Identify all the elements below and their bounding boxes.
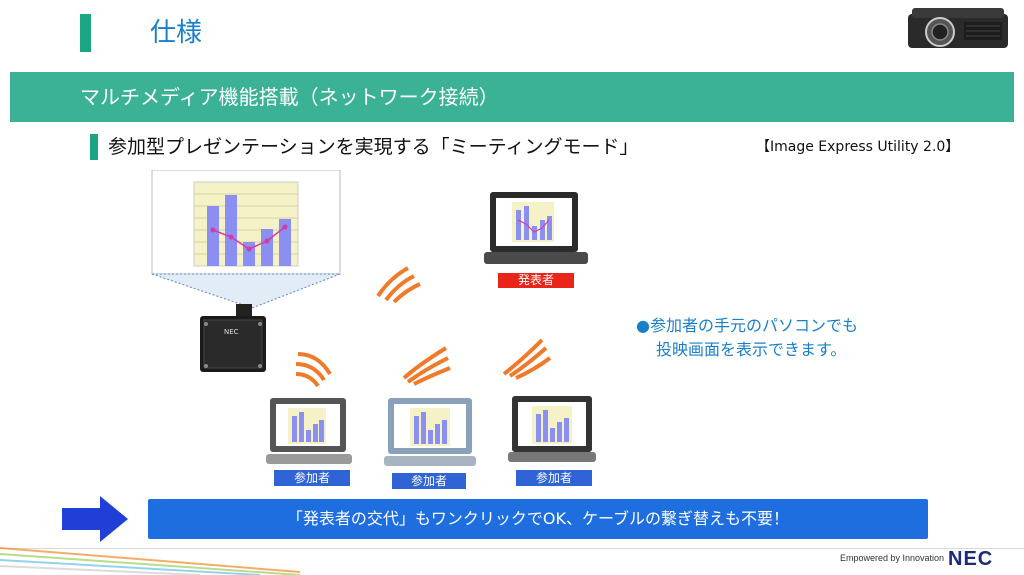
participant-laptop-icon [266, 398, 352, 464]
software-tag: 【Image Express Utility 2.0】 [756, 139, 960, 155]
title-accent-bar [80, 14, 91, 52]
footer-tagline: Empowered by Innovation [840, 553, 945, 563]
participant-laptop-icon [384, 398, 476, 466]
presenter-laptop-icon [484, 192, 588, 264]
projected-screen [151, 170, 341, 309]
subtitle: 参加型プレゼンテーションを実現する「ミーティングモード」 [108, 136, 639, 158]
wireless-wave-icon [402, 346, 451, 386]
subtitle-accent-bar [90, 134, 98, 160]
wireless-wave-icon [376, 266, 421, 304]
nec-logo: NEC [948, 548, 994, 570]
summary-message: 「発表者の交代」もワンクリックでOK、ケーブルの繋ぎ替えも不要！ [148, 499, 928, 539]
banner-title: マルチメディア機能搭載（ネットワーク接続） [80, 85, 499, 109]
projector-brand: NEC [224, 328, 239, 336]
footer-stripes-icon [0, 547, 300, 575]
footer-divider [0, 548, 1024, 549]
participant-laptop-icon [508, 396, 596, 462]
participant-label: 参加者 [392, 473, 466, 489]
projector-icon: NEC [200, 304, 266, 372]
wireless-wave-icon [502, 338, 552, 380]
note-line-1: ●参加者の手元のパソコンでも [636, 316, 858, 335]
arrow-right-icon [62, 496, 128, 542]
page-title: 仕様 [150, 18, 203, 48]
participant-label: 参加者 [516, 470, 592, 486]
wireless-wave-icon [295, 352, 332, 388]
note-line-2: 投映画面を表示できます。 [656, 340, 847, 359]
presenter-label: 発表者 [498, 273, 574, 288]
section-banner [10, 72, 1014, 122]
participant-label: 参加者 [274, 470, 350, 486]
feature-note: ●参加者の手元のパソコンでも 投映画面を表示できます。 [636, 314, 858, 362]
projector-photo-icon [908, 8, 1008, 48]
